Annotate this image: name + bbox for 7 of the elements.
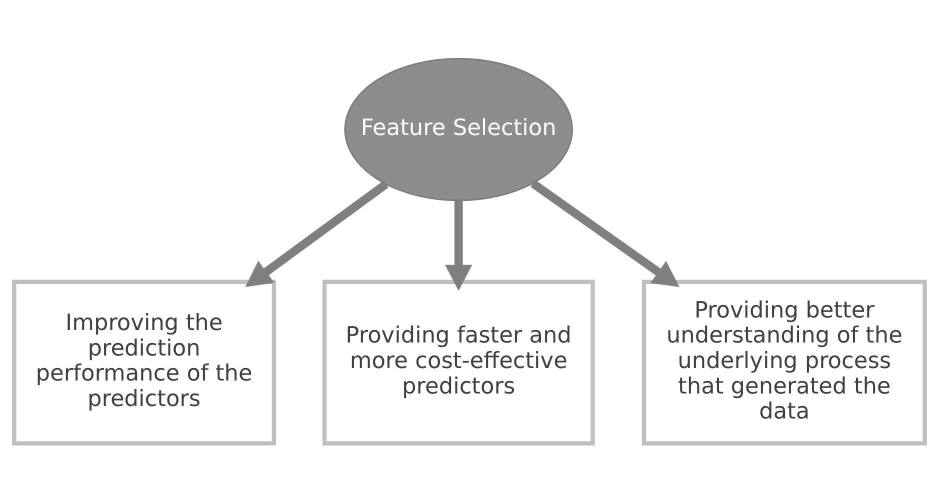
arrow xyxy=(445,200,472,290)
node-box: Providing better understanding of the underlying process that generated the data xyxy=(642,279,927,445)
node-box: Providing faster and more cost-effective predictors xyxy=(322,279,595,445)
arrow xyxy=(530,180,680,286)
node-ellipse: Feature Selection xyxy=(344,57,573,201)
node-box: Improving the prediction performance of the predictors xyxy=(12,279,276,445)
arrow xyxy=(245,180,389,287)
